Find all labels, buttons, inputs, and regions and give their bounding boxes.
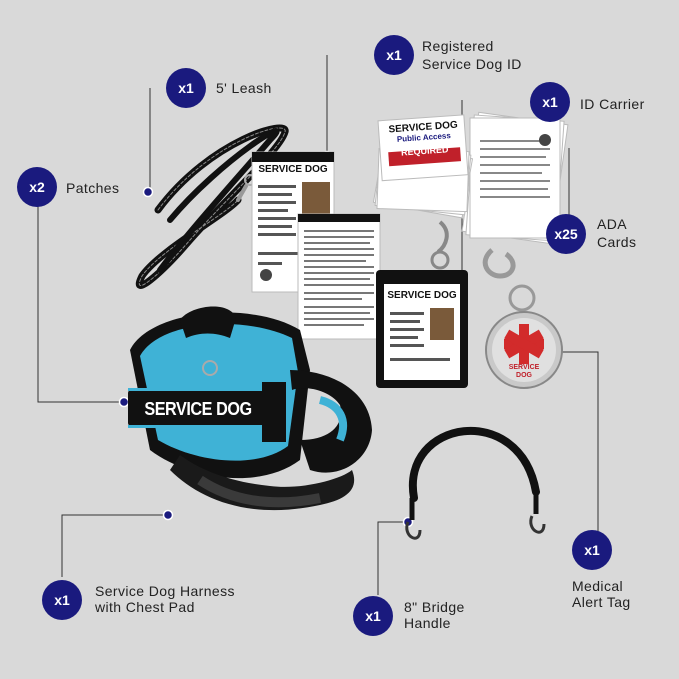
harness-patch-text: SERVICE DOG <box>144 399 252 419</box>
harness-qty-badge: x1 <box>42 580 82 620</box>
reg-id-label-2: Service Dog ID <box>422 56 522 72</box>
carrier-qty-badge: x1 <box>530 82 570 122</box>
reg-id-label-1: Registered <box>422 38 494 54</box>
medical-tag-text: SERVICE DOG <box>508 364 540 379</box>
medical-qty-badge: x1 <box>572 530 612 570</box>
handle-label-1: 8" Bridge <box>404 599 465 615</box>
id-carrier-image <box>376 220 468 388</box>
bridge-handle-image <box>405 426 546 540</box>
ada-label-2: Cards <box>597 234 637 250</box>
handle-label-2: Handle <box>404 615 451 631</box>
reg-id-qty-badge: x1 <box>374 35 414 75</box>
handle-qty-badge: x1 <box>353 596 393 636</box>
registered-id-card-image <box>251 151 381 340</box>
leash-qty-badge: x1 <box>166 68 206 108</box>
patches-qty-badge: x2 <box>17 167 57 207</box>
leash-image <box>135 124 289 289</box>
carrier-card-title: SERVICE DOG <box>387 290 457 301</box>
medical-label-2: Alert Tag <box>572 594 631 610</box>
id-card-title: SERVICE DOG <box>258 164 328 175</box>
carrier-label: ID Carrier <box>580 96 645 112</box>
ada-qty-badge: x25 <box>546 214 586 254</box>
ada-cards-image <box>372 111 569 245</box>
medical-alert-tag-image <box>482 248 563 389</box>
ada-label-1: ADA <box>597 216 627 232</box>
patches-label: Patches <box>66 180 120 196</box>
harness-label-2: with Chest Pad <box>95 599 195 615</box>
harness-label-1: Service Dog Harness <box>95 583 235 599</box>
medical-label-1: Medical <box>572 578 624 594</box>
leash-label: 5' Leash <box>216 80 272 96</box>
harness-image <box>128 306 372 511</box>
ada-card-text: SERVICE DOG Public Access REQUIRED <box>387 120 461 161</box>
